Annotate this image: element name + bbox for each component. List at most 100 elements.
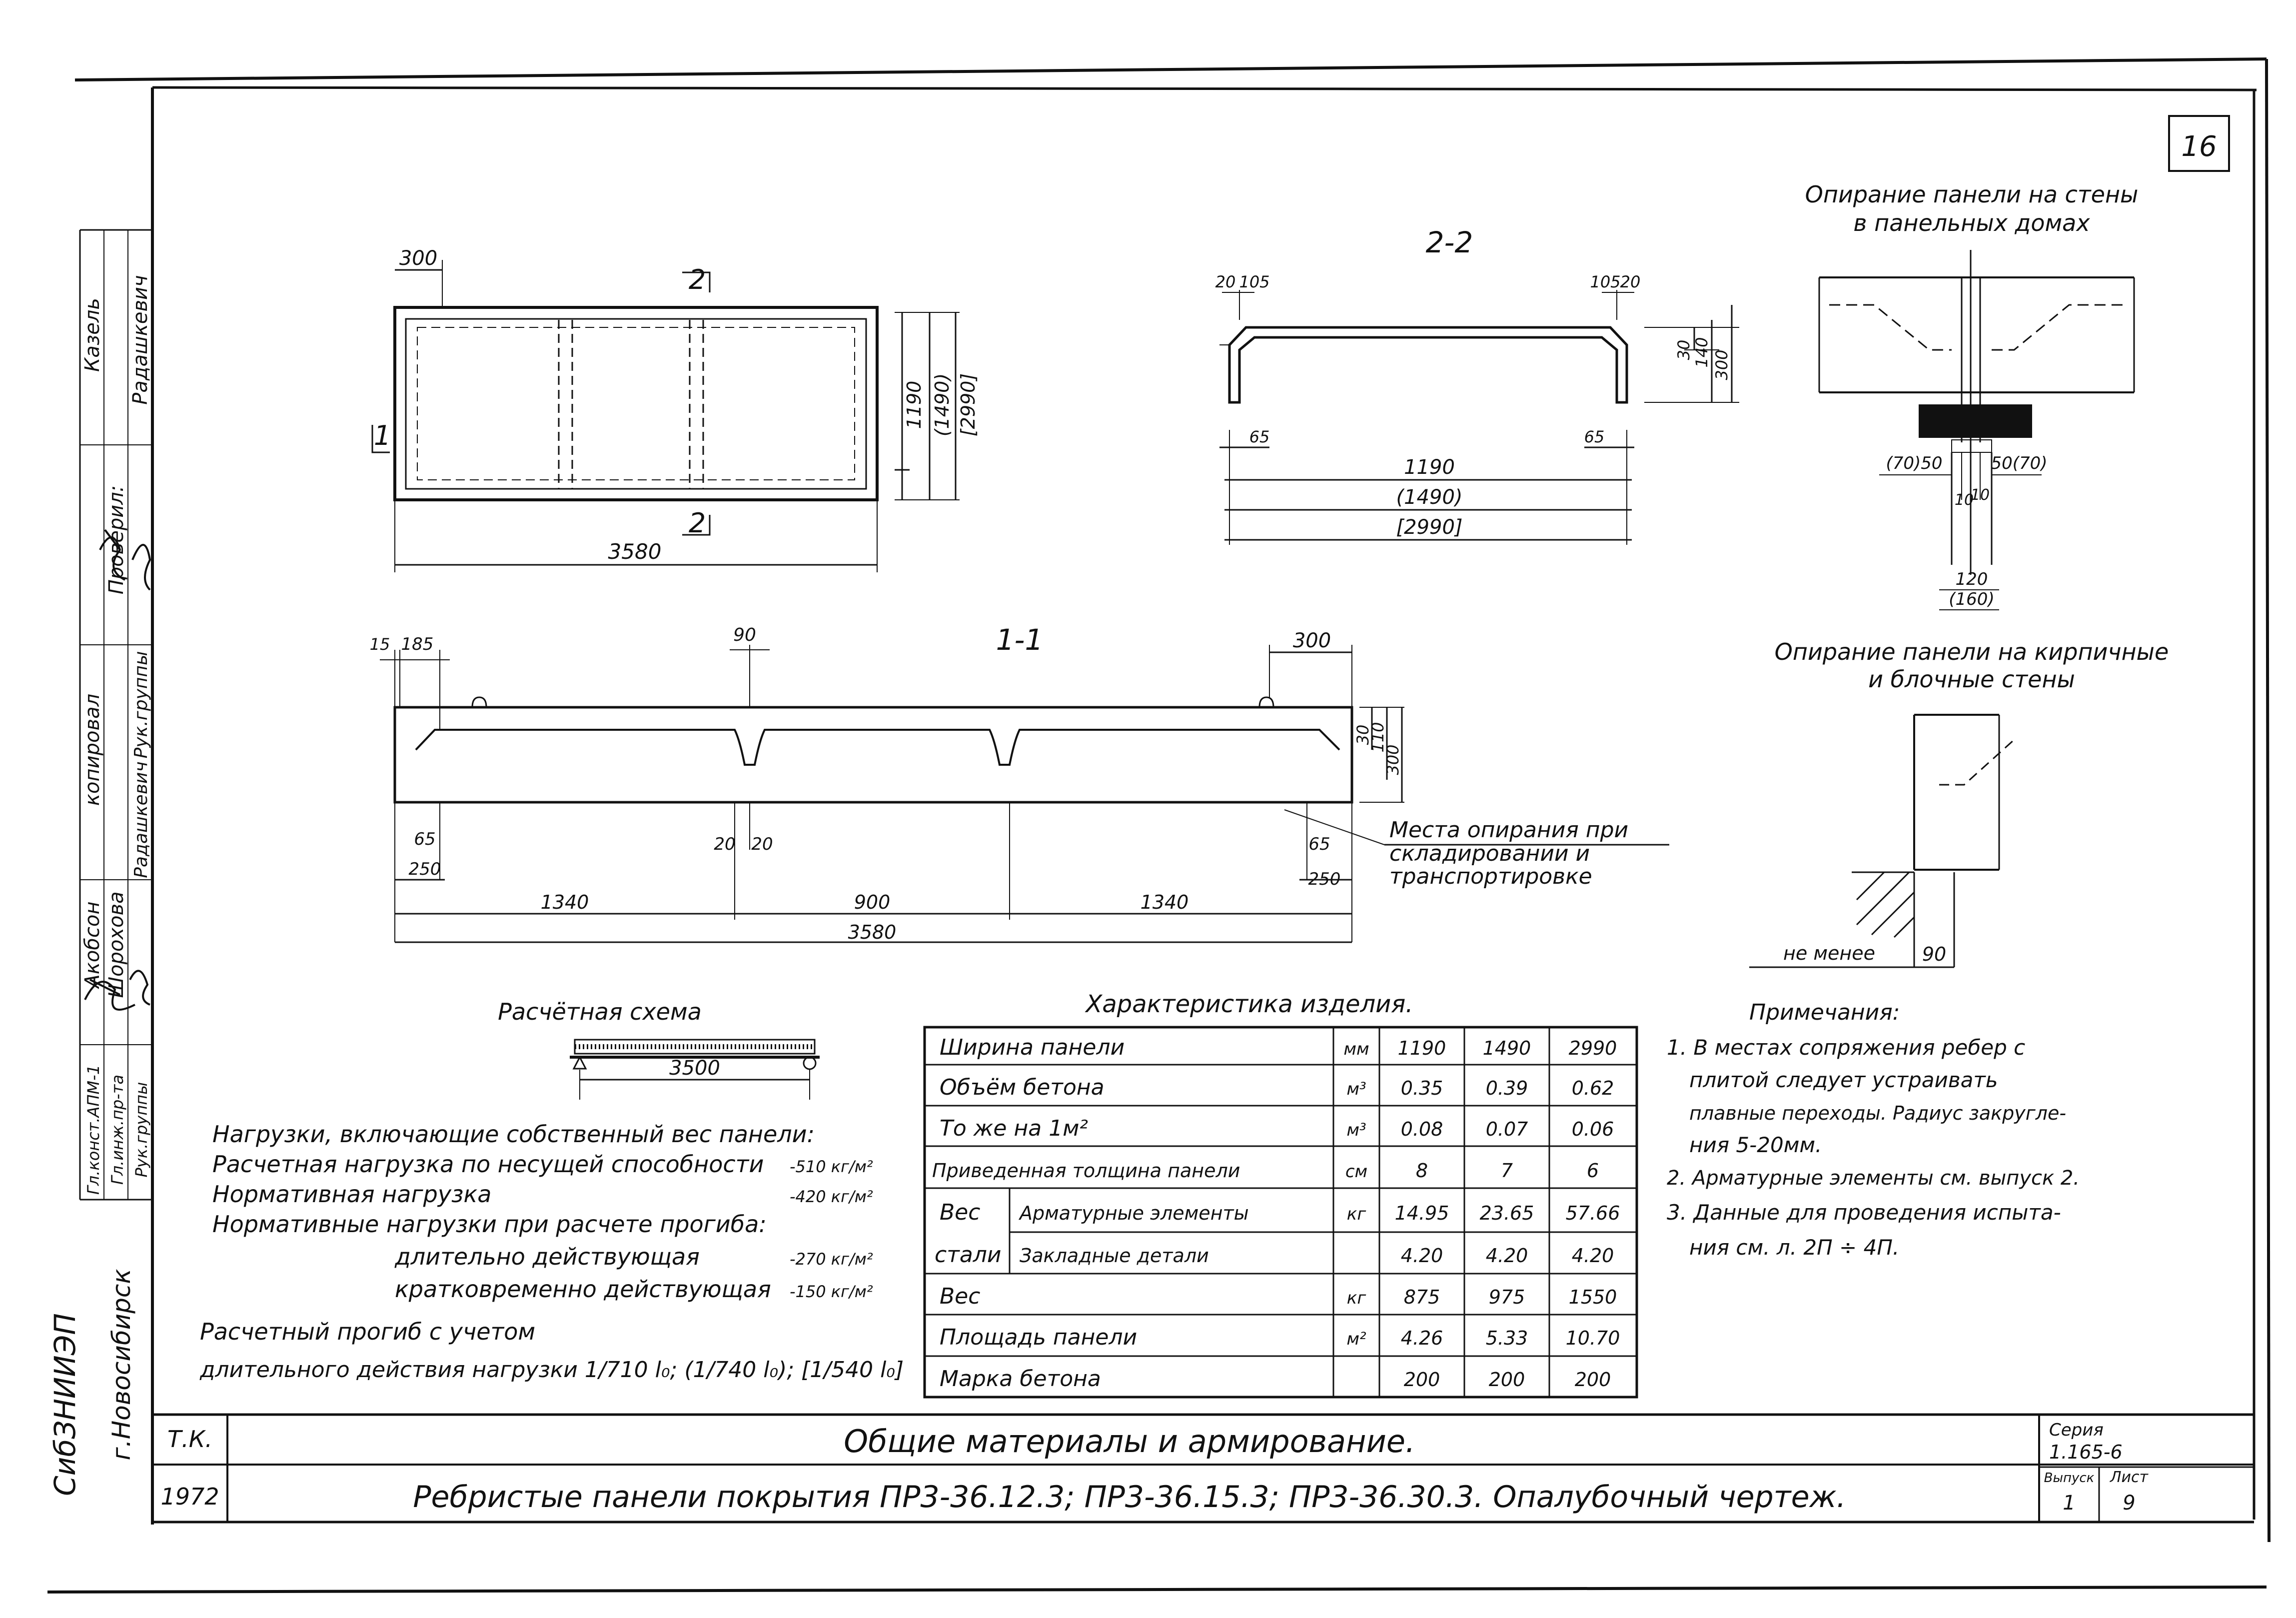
support-dim-50-70: 50(70)	[1991, 453, 2047, 473]
s22-dim-105r: 105	[1590, 272, 1620, 291]
table-row-per-m2: То же на 1м² м³ 0.08 0.07 0.06	[940, 1116, 1614, 1141]
stamp-city: г.Новосибирск	[107, 1269, 136, 1460]
s11-dim-20-b: 20	[751, 834, 773, 854]
title-block-tk: Т.К.	[167, 1426, 212, 1453]
cell-value: 200	[1489, 1369, 1525, 1391]
s11-dim-250-right: 250	[1308, 869, 1341, 889]
title-block-issue-value: 1	[2063, 1492, 2075, 1515]
s22-dim-300: 300	[1712, 349, 1731, 380]
table-row-embedded: Закладные детали 4.20 4.20 4.20	[1020, 1245, 1614, 1267]
title-block-panel-title: Ребристые панели покрытия ПР3-36.12.3; П…	[413, 1480, 1846, 1515]
signature-1	[84, 979, 135, 1011]
support-panel-drawing	[1818, 250, 2135, 610]
cell-value: 6	[1587, 1160, 1599, 1182]
cell-value: 10.70	[1566, 1327, 1620, 1349]
cell-value: 0.06	[1572, 1118, 1614, 1140]
cell-value: 0.07	[1486, 1118, 1528, 1140]
s11-dim-15: 15	[370, 635, 390, 654]
cell-value: 4.20	[1572, 1245, 1614, 1267]
s22-dim-140: 140	[1692, 337, 1711, 367]
section22-title: 2-2	[1426, 225, 1473, 259]
plan-cut-2-bottom: 2	[689, 507, 706, 539]
s11-dim-65-right: 65	[1308, 834, 1330, 854]
loads-row-4-value: -270 кг/м²	[790, 1250, 873, 1269]
s22-dim-20r: 20	[1620, 272, 1641, 291]
cell-value: 0.62	[1572, 1077, 1614, 1099]
plan-cut-2-top: 2	[689, 264, 706, 295]
note-line-4: ния 5-20мм.	[1689, 1133, 1822, 1157]
cell-unit: м²	[1346, 1329, 1366, 1349]
cell-value: 5.33	[1486, 1327, 1528, 1349]
stamp-role-copied: копировал	[81, 694, 104, 806]
sheet-number-box: 16	[2168, 115, 2230, 172]
stamp-name-radashkevich-2: Радашкевич	[131, 761, 151, 878]
table-title: Характеристика изделия.	[1085, 990, 1413, 1018]
title-block-series-label: Серия	[2049, 1420, 2104, 1440]
s22-width-2990: [2990]	[1396, 516, 1462, 539]
s22-dim-20l: 20	[1215, 272, 1236, 291]
section22-drawing	[1219, 290, 1739, 545]
steel-label-1: Вес	[940, 1200, 980, 1225]
cell-name: Ширина панели	[940, 1035, 1125, 1060]
stamp-role-chief-apm: Гл.конст.АПМ-1	[84, 1065, 103, 1195]
table-row-rebar: Арматурные элементы 14.95 23.65 57.66	[1018, 1202, 1620, 1224]
plan-dim-2990: [2990]	[957, 373, 979, 436]
cell-unit: м³	[1346, 1079, 1366, 1099]
stamp-role-group-lead-2: Рук.группы	[132, 1082, 151, 1178]
cell-unit: см	[1345, 1162, 1367, 1182]
table-row-width: Ширина панели мм 1190 1490 2990	[940, 1035, 1617, 1060]
s11-dim-300-top: 300	[1293, 629, 1331, 652]
s11-dim-65-left: 65	[414, 829, 435, 849]
s11-dim-110: 110	[1368, 722, 1387, 752]
s11-note-line-2: складировании и	[1389, 841, 1590, 866]
s11-total-3580: 3580	[848, 921, 897, 943]
signature-2	[129, 970, 150, 1006]
calc-scheme-title: Расчётная схема	[498, 998, 702, 1025]
plan-cut-1: 1	[374, 420, 391, 451]
table-grid	[923, 1026, 1638, 1399]
loads-row-5-label: кратковременно действующая	[395, 1276, 771, 1303]
support-dim-160: (160)	[1949, 589, 1994, 609]
title-block-sheet-label: Лист	[2110, 1469, 2149, 1486]
support-dim-10a: 10	[1955, 491, 1974, 509]
cell-value: 975	[1489, 1286, 1525, 1308]
support-brick-title-1: Опирание панели на кирпичные	[1775, 638, 2169, 665]
notes-heading: Примечания:	[1749, 1000, 1900, 1025]
support-brick-drawing	[1749, 714, 2015, 968]
title-block-frame	[152, 1413, 2254, 1524]
support-panel-title-1: Опирание панели на стены	[1805, 181, 2139, 208]
loads-row-4-label: длительно действующая	[394, 1243, 700, 1270]
s22-width-1190: 1190	[1404, 456, 1455, 479]
s11-dim-300-side: 300	[1383, 744, 1402, 775]
s11-dim-185: 185	[401, 634, 434, 654]
s22-dim-65l: 65	[1249, 427, 1270, 446]
note-line-5: 2. Арматурные элементы см. выпуск 2.	[1667, 1167, 2080, 1190]
cell-value: 8	[1416, 1160, 1428, 1182]
cell-value: 4.26	[1401, 1327, 1443, 1349]
cell-value: 23.65	[1480, 1202, 1534, 1224]
table-row-grade: Марка бетона 200 200 200	[940, 1366, 1611, 1392]
plan-dim-1190: 1190	[903, 381, 925, 429]
loads-row-3-label: Нормативные нагрузки при расчете прогиба…	[212, 1211, 767, 1238]
plan-dim-length: 3580	[608, 539, 662, 564]
support-brick-min-label: не менее	[1783, 942, 1875, 964]
support-panel-title-2: в панельных домах	[1853, 209, 2090, 236]
left-stamp: Казель Проверил: копировал Акобсон Гл.ко…	[48, 229, 152, 1496]
s11-note-line-3: транспортировке	[1389, 864, 1592, 889]
s11-span-1340-left: 1340	[541, 891, 589, 913]
cell-name: Марка бетона	[940, 1366, 1101, 1392]
cell-value: 2990	[1569, 1037, 1617, 1059]
s11-dim-90: 90	[733, 625, 756, 645]
title-block-series-value: 1.165-6	[2049, 1441, 2123, 1463]
s11-span-900: 900	[854, 891, 891, 913]
cell-name: То же на 1м²	[940, 1116, 1088, 1141]
deflection-line-1: Расчетный прогиб с учетом	[200, 1318, 535, 1345]
cell-value: 1190	[1398, 1037, 1446, 1059]
table-row-area: Площадь панели м² 4.26 5.33 10.70	[940, 1325, 1620, 1350]
calc-scheme-drawing	[570, 1039, 820, 1100]
plan-dim-300: 300	[399, 247, 437, 270]
table-row-volume: Объём бетона м³ 0.35 0.39 0.62	[940, 1075, 1614, 1100]
plan-view	[371, 260, 960, 572]
stamp-role-group-lead-1: Рук.группы	[131, 651, 151, 759]
